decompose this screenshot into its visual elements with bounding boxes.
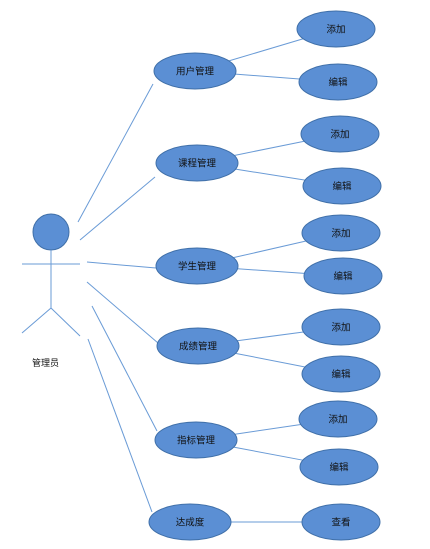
module-to-action-line-0-0 (228, 38, 304, 62)
module-node-1: 课程管理 (155, 144, 239, 182)
action-node-3-1-shape (301, 355, 381, 393)
action-node-1-0-label: 添加 (330, 130, 349, 141)
actor-to-module-line-4 (91, 305, 158, 432)
actor-to-module-line-1 (79, 176, 156, 241)
module-to-action-line-1-1 (235, 168, 306, 181)
actor-head (32, 213, 70, 251)
action-node-2-1-label: 编辑 (333, 271, 353, 283)
association-lines (77, 38, 307, 523)
action-node-2-0-shape (301, 214, 381, 252)
action-node-4-0: 添加 (298, 400, 378, 438)
action-node-3-1: 编辑 (301, 355, 381, 393)
action-node-2-0: 添加 (301, 214, 381, 252)
actor-to-module-line-3 (86, 281, 159, 344)
action-node-5-0: 查看 (301, 503, 381, 541)
action-node-3-0: 添加 (301, 308, 381, 346)
action-node-4-1-label: 编辑 (329, 462, 349, 474)
use-case-nodes: 添加编辑用户管理添加编辑课程管理添加编辑学生管理添加编辑成绩管理添加编辑指标管理… (148, 10, 383, 541)
module-node-0-label: 用户管理 (176, 66, 215, 78)
module-node-3: 成绩管理 (156, 327, 240, 365)
actor-label: 管理员 (32, 357, 59, 369)
module-node-3-shape (156, 327, 240, 365)
action-node-2-0-label: 添加 (331, 229, 350, 240)
module-node-0: 用户管理 (153, 52, 237, 90)
module-node-0-shape (153, 52, 237, 90)
action-node-0-0-shape (296, 10, 376, 48)
action-node-4-1: 编辑 (299, 448, 379, 486)
action-node-2-1: 编辑 (303, 257, 383, 295)
actor-to-module-line-0 (77, 83, 154, 223)
module-to-action-line-2-0 (233, 240, 307, 259)
module-node-3-label: 成绩管理 (179, 341, 218, 353)
action-node-5-0-label: 查看 (331, 517, 350, 529)
action-node-4-0-label: 添加 (328, 415, 347, 426)
action-node-5-0-shape (301, 503, 381, 541)
module-node-5-shape (148, 503, 232, 541)
module-node-2-shape (155, 247, 239, 285)
module-node-4-label: 指标管理 (177, 435, 216, 447)
action-node-3-1-label: 编辑 (331, 369, 351, 381)
action-node-0-1: 编辑 (298, 63, 378, 101)
module-node-4-shape (154, 421, 238, 459)
action-node-4-1-shape (299, 448, 379, 486)
action-node-0-1-label: 编辑 (328, 77, 348, 89)
module-to-action-line-3-1 (235, 352, 306, 368)
action-node-0-0-label: 添加 (326, 25, 345, 36)
action-node-1-1-shape (302, 167, 382, 205)
action-node-3-0-label: 添加 (331, 323, 350, 334)
action-node-3-0-shape (301, 308, 381, 346)
actor-to-module-line-5 (87, 338, 153, 513)
module-to-action-line-4-1 (233, 446, 303, 461)
actor-right-leg (50, 307, 81, 337)
actor-left-leg (21, 307, 52, 334)
module-node-1-label: 课程管理 (178, 158, 217, 170)
action-node-1-1-label: 编辑 (332, 181, 352, 193)
module-to-action-line-4-0 (234, 423, 301, 435)
module-node-2: 学生管理 (155, 247, 239, 285)
action-node-4-0-shape (298, 400, 378, 438)
module-to-action-line-3-0 (237, 331, 304, 342)
module-to-action-line-0-1 (235, 73, 300, 80)
action-node-1-1: 编辑 (302, 167, 382, 205)
module-to-action-line-1-0 (234, 140, 305, 156)
action-node-0-1-shape (298, 63, 378, 101)
action-node-2-1-shape (303, 257, 383, 295)
module-to-action-line-2-1 (237, 268, 305, 274)
action-node-0-0: 添加 (296, 10, 376, 48)
action-node-1-0: 添加 (300, 115, 380, 153)
module-node-5-label: 达成度 (176, 517, 205, 529)
module-node-1-shape (155, 144, 239, 182)
module-node-4: 指标管理 (154, 421, 238, 459)
module-node-2-label: 学生管理 (178, 261, 217, 273)
module-node-5: 达成度 (148, 503, 232, 541)
actor-admin: 管理员 (21, 213, 81, 369)
action-node-1-0-shape (300, 115, 380, 153)
actor-to-module-line-2 (86, 261, 157, 269)
